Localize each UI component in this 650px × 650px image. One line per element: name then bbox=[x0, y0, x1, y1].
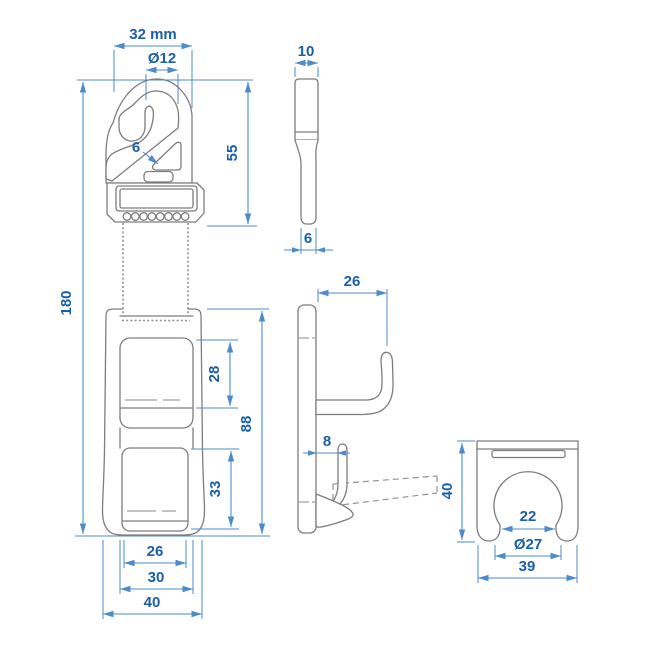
bracket-finger bbox=[330, 443, 348, 509]
dim-label-hook-width: 32 mm bbox=[129, 26, 177, 43]
dim-label-upper-window: 28 bbox=[206, 366, 223, 383]
triangle-cutout bbox=[151, 141, 182, 171]
hook-hole bbox=[105, 90, 180, 182]
buckle-slot-inner bbox=[119, 188, 194, 209]
hook-side-dimensions: 10 6 bbox=[284, 43, 333, 254]
clamp-inset-slot bbox=[491, 449, 566, 459]
dim-label-clamp-mouth: 22 bbox=[520, 508, 537, 525]
bracket-side-view bbox=[297, 304, 438, 534]
housing-body bbox=[101, 308, 206, 536]
side-profile-top bbox=[294, 78, 319, 141]
dim-label-hole-diameter: Ø12 bbox=[148, 50, 176, 67]
hook-side-profile bbox=[294, 78, 319, 225]
dim-label-hook-gap: 6 bbox=[132, 139, 140, 156]
dim-label-side-top-width: 10 bbox=[298, 43, 315, 60]
front-view-dimensions: 32 mm Ø12 6 180 55 28 88 33 bbox=[58, 26, 270, 619]
bracket-arm-hook bbox=[315, 351, 394, 416]
housing-lower-window bbox=[121, 447, 189, 532]
plate-center-marks bbox=[299, 337, 315, 503]
dim-label-lip-offset: 8 bbox=[323, 433, 331, 450]
dim-label-hook-height: 55 bbox=[224, 145, 241, 162]
clamp-body bbox=[476, 440, 579, 542]
dim-label-clamp-width: 39 bbox=[519, 558, 536, 575]
dim-label-bottom-overall-width: 40 bbox=[144, 594, 161, 611]
dim-label-overall-height: 180 bbox=[58, 290, 75, 315]
hook-lower-slot bbox=[143, 170, 174, 183]
strap-webbing bbox=[119, 223, 194, 322]
housing-upper-window bbox=[119, 337, 194, 429]
dim-label-clamp-height: 40 bbox=[439, 483, 456, 500]
dim-label-lower-window: 33 bbox=[207, 481, 224, 498]
buckle-teeth bbox=[122, 212, 190, 221]
buckle-slot-outer bbox=[115, 185, 198, 212]
dim-label-bottom-inner-width: 26 bbox=[147, 543, 164, 560]
dim-label-housing-height: 88 bbox=[238, 416, 255, 433]
bracket-dimensions: 26 8 bbox=[303, 273, 388, 456]
buckle-body bbox=[105, 182, 205, 223]
dim-label-side-tip-width: 6 bbox=[304, 230, 312, 247]
side-profile-shank bbox=[294, 139, 319, 225]
dim-label-clamp-diameter: Ø27 bbox=[514, 536, 542, 553]
front-view-hook-assembly bbox=[101, 78, 206, 536]
pole-phantom-outline bbox=[332, 475, 438, 507]
dim-label-bracket-depth: 26 bbox=[344, 273, 361, 290]
bracket-foot-lip bbox=[315, 493, 354, 528]
clamp-dimensions: 40 22 Ø27 39 bbox=[439, 440, 578, 583]
clamp-front-view bbox=[476, 440, 579, 542]
bracket-plate bbox=[297, 304, 317, 534]
dim-label-bottom-slot-width: 30 bbox=[148, 569, 165, 586]
